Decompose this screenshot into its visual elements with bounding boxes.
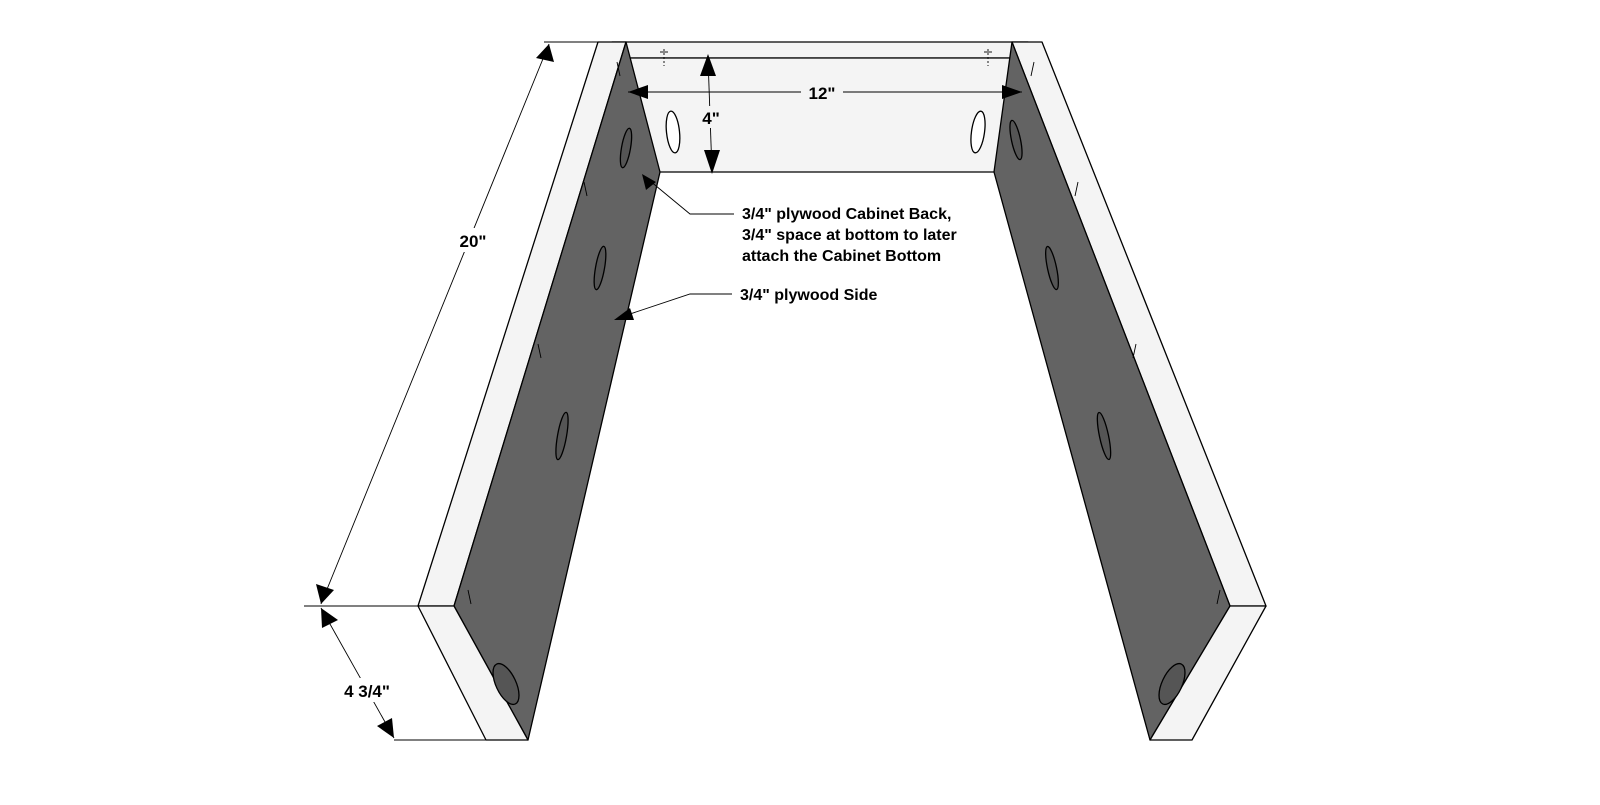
back-pocket-hole-left (665, 110, 681, 154)
callout-back-line3: attach the Cabinet Bottom (742, 248, 941, 265)
left-side-panel (417, 41, 661, 741)
depth-label: 4 3/4" (344, 682, 390, 701)
right-pocket-hole-3 (1096, 411, 1112, 461)
depth-arrow-top (321, 608, 338, 628)
callout-side-leader (617, 293, 732, 319)
left-pocket-hole-3 (555, 411, 569, 461)
back-width-arrow-left (628, 85, 648, 99)
callout-cabinet-back: 3/4" plywood Cabinet Back, 3/4" space at… (642, 174, 957, 265)
callout-back-arrow (642, 174, 656, 190)
back-height-arrow-bottom (704, 150, 720, 174)
left-side-screws (467, 61, 621, 605)
dimension-depth: 4 3/4" (320, 607, 486, 741)
back-height-label: 4" (702, 109, 720, 128)
back-height-arrow-top (700, 54, 716, 76)
length-arrow-top (536, 44, 554, 62)
dimension-back-width: 12" (628, 81, 1022, 103)
back-height-label-bg (696, 106, 726, 128)
length-label: 20" (460, 232, 487, 251)
right-pocket-hole-4 (1158, 662, 1186, 706)
dimension-length: 20" (304, 41, 598, 607)
depth-label-bg (338, 678, 396, 702)
depth-arrow-bottom (377, 718, 394, 738)
right-pocket-hole-1 (1009, 119, 1023, 161)
back-screws (660, 49, 992, 66)
left-pocket-hole-2 (593, 245, 607, 291)
dimension-back-height: 4" (696, 54, 726, 174)
right-side-screws (1030, 61, 1221, 605)
left-side-front-edge (417, 605, 529, 741)
callout-back-line2: 3/4" space at bottom to later (742, 227, 957, 244)
left-pocket-hole-1 (619, 127, 633, 169)
callout-back-line1: 3/4" plywood Cabinet Back, (742, 206, 951, 223)
right-side-inner-face (993, 41, 1231, 741)
callout-side-arrow (614, 308, 634, 320)
length-arrow-bottom (316, 584, 334, 604)
depth-dimension-line (320, 607, 395, 739)
back-panel-top-edge (605, 41, 1035, 59)
callout-side-label: 3/4" plywood Side (740, 287, 877, 304)
callout-back-leader (643, 175, 734, 215)
left-pocket-hole-4 (492, 662, 520, 706)
right-pocket-hole-2 (1045, 245, 1059, 291)
callout-side: 3/4" plywood Side (614, 287, 877, 320)
back-pocket-hole-right (970, 110, 986, 154)
back-width-label-bg (801, 81, 843, 103)
length-label-bg (452, 228, 494, 252)
right-side-panel (993, 41, 1267, 741)
length-dimension-line (320, 43, 550, 605)
cabinet-back-panel (605, 41, 1035, 173)
back-width-arrow-right (1002, 85, 1022, 99)
back-width-label: 12" (809, 84, 836, 103)
